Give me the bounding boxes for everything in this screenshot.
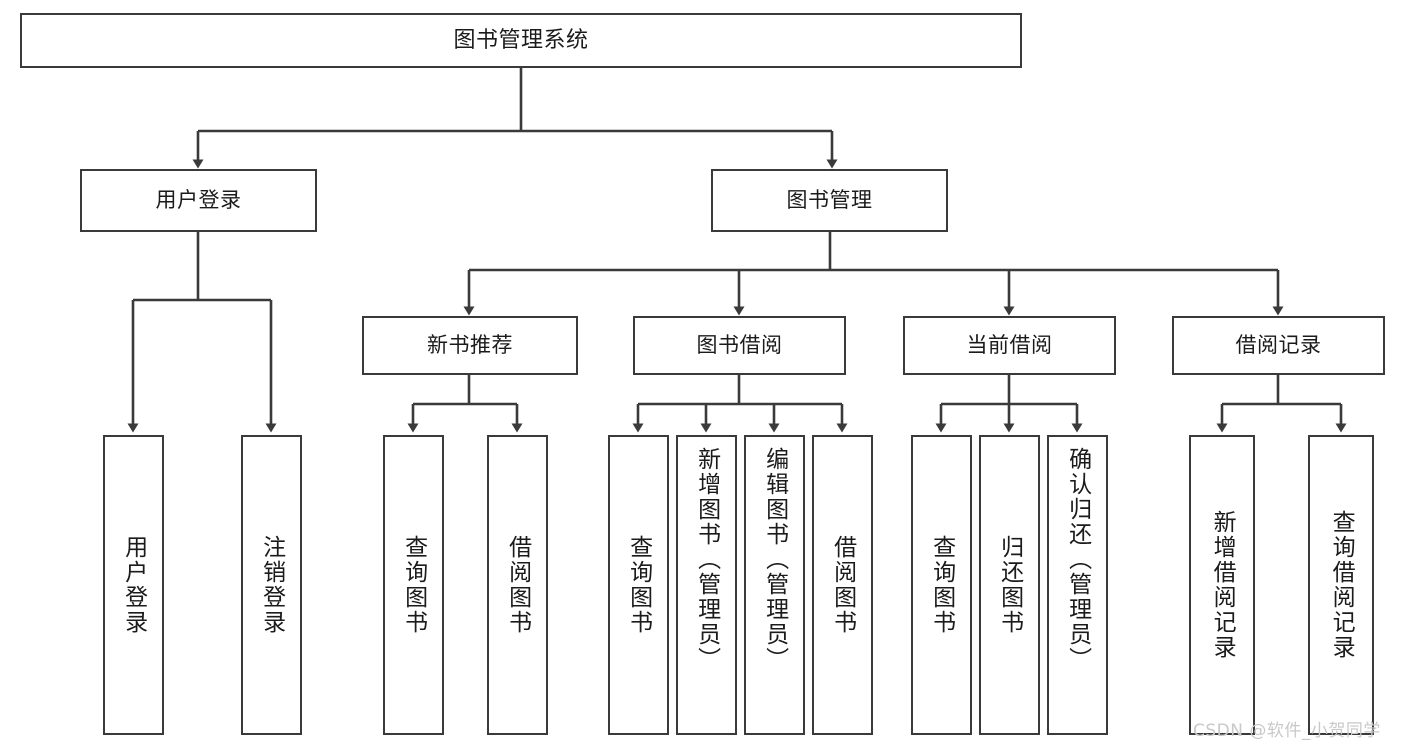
node-label: 图书管理 <box>786 188 873 213</box>
node-label: 新增借阅记录 <box>1209 510 1236 660</box>
node-label: 图书管理系统 <box>453 27 589 53</box>
leaf-edit-book-admin[interactable]: 编辑图书（管理员） <box>744 435 805 735</box>
node-label: 查询借阅记录 <box>1328 510 1355 660</box>
leaf-query-book-newbook[interactable]: 查询图书 <box>383 435 444 735</box>
node-borrowing-records[interactable]: 借阅记录 <box>1172 316 1385 375</box>
leaf-confirm-return-admin[interactable]: 确认归还（管理员） <box>1047 435 1108 735</box>
node-label: 查询图书 <box>400 535 427 635</box>
leaf-borrow-book-newbook[interactable]: 借阅图书 <box>487 435 548 735</box>
leaf-user-login[interactable]: 用户登录 <box>103 435 164 735</box>
leaf-logout[interactable]: 注销登录 <box>241 435 302 735</box>
node-label: 借阅图书 <box>829 535 856 635</box>
node-root-book-management-system[interactable]: 图书管理系统 <box>20 13 1022 68</box>
node-label: 新增图书（管理员） <box>693 447 720 672</box>
node-current-borrowing[interactable]: 当前借阅 <box>903 316 1116 375</box>
leaf-return-book[interactable]: 归还图书 <box>979 435 1040 735</box>
node-label: 归还图书 <box>996 535 1023 635</box>
node-book-management[interactable]: 图书管理 <box>711 169 948 232</box>
node-label: 图书借阅 <box>696 333 783 358</box>
leaf-query-book-borrow[interactable]: 查询图书 <box>608 435 669 735</box>
node-label: 用户登录 <box>155 188 242 213</box>
node-label: 借阅记录 <box>1235 333 1322 358</box>
node-user-login[interactable]: 用户登录 <box>80 169 317 232</box>
node-label: 当前借阅 <box>966 333 1053 358</box>
node-label: 查询图书 <box>928 535 955 635</box>
node-label: 新书推荐 <box>427 333 513 358</box>
csdn-watermark: CSDN @软件_小贺同学 <box>1193 721 1381 741</box>
leaf-query-book-current[interactable]: 查询图书 <box>911 435 972 735</box>
leaf-borrow-book[interactable]: 借阅图书 <box>812 435 873 735</box>
leaf-query-borrow-record[interactable]: 查询借阅记录 <box>1308 435 1374 735</box>
node-label: 编辑图书（管理员） <box>761 447 788 672</box>
leaf-add-book-admin[interactable]: 新增图书（管理员） <box>676 435 737 735</box>
node-book-borrowing[interactable]: 图书借阅 <box>633 316 846 375</box>
node-label: 用户登录 <box>120 535 147 635</box>
node-label: 注销登录 <box>258 535 285 635</box>
node-label: 查询图书 <box>625 535 652 635</box>
node-new-book-recommendation[interactable]: 新书推荐 <box>362 316 578 375</box>
node-label: 借阅图书 <box>504 535 531 635</box>
leaf-add-borrow-record[interactable]: 新增借阅记录 <box>1189 435 1255 735</box>
node-label: 确认归还（管理员） <box>1064 447 1091 672</box>
